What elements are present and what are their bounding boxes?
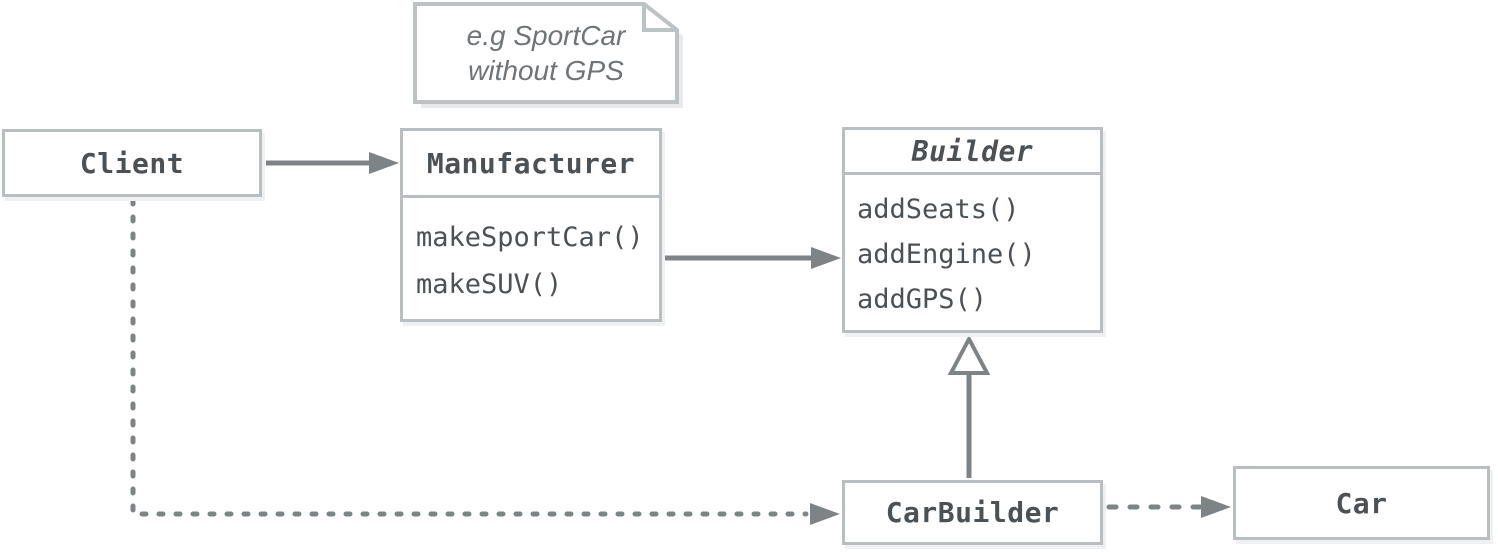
note-shape <box>413 2 683 108</box>
class-methods-builder: addSeats() addEngine() addGPS() <box>845 175 1100 322</box>
method-addgps: addGPS() <box>857 284 988 315</box>
class-title-client: Client <box>79 146 185 180</box>
arrowhead-icon <box>811 247 841 269</box>
note-fold-icon <box>642 4 677 32</box>
class-title-manufacturer: Manufacturer <box>403 131 659 198</box>
class-box-manufacturer: Manufacturer makeSportCar() makeSUV() <box>400 128 662 322</box>
class-box-builder: Builder addSeats() addEngine() addGPS() <box>842 127 1103 333</box>
note-line-2: without GPS <box>468 55 624 86</box>
arrowhead-icon <box>369 152 399 174</box>
class-title-carbuilder: CarBuilder <box>885 496 1060 529</box>
note-line-1: e.g SportCar <box>466 20 626 51</box>
class-methods-manufacturer: makeSportCar() makeSUV() <box>403 198 659 308</box>
dependency-carbuilder-car <box>1106 496 1231 518</box>
arrowhead-icon <box>1201 496 1231 518</box>
method-addengine: addEngine() <box>857 239 1036 270</box>
class-box-carbuilder: CarBuilder <box>842 480 1103 545</box>
class-title-builder: Builder <box>845 130 1100 175</box>
note-body <box>413 2 679 104</box>
association-client-manufacturer <box>266 152 399 174</box>
class-box-client: Client <box>2 129 262 197</box>
note: e.g SportCar without GPS <box>415 4 677 102</box>
arrowhead-icon <box>810 503 840 525</box>
method-makesportcar: makeSportCar() <box>416 222 644 253</box>
note-shadow <box>421 10 683 108</box>
hollow-triangle-icon <box>947 334 991 375</box>
generalization-carbuilder-builder <box>947 334 991 478</box>
class-title-car: Car <box>1335 486 1388 520</box>
association-manufacturer-builder <box>665 247 841 269</box>
class-box-car: Car <box>1233 466 1490 540</box>
method-makesuv: makeSUV() <box>416 269 563 300</box>
method-addseats: addSeats() <box>857 194 1020 225</box>
